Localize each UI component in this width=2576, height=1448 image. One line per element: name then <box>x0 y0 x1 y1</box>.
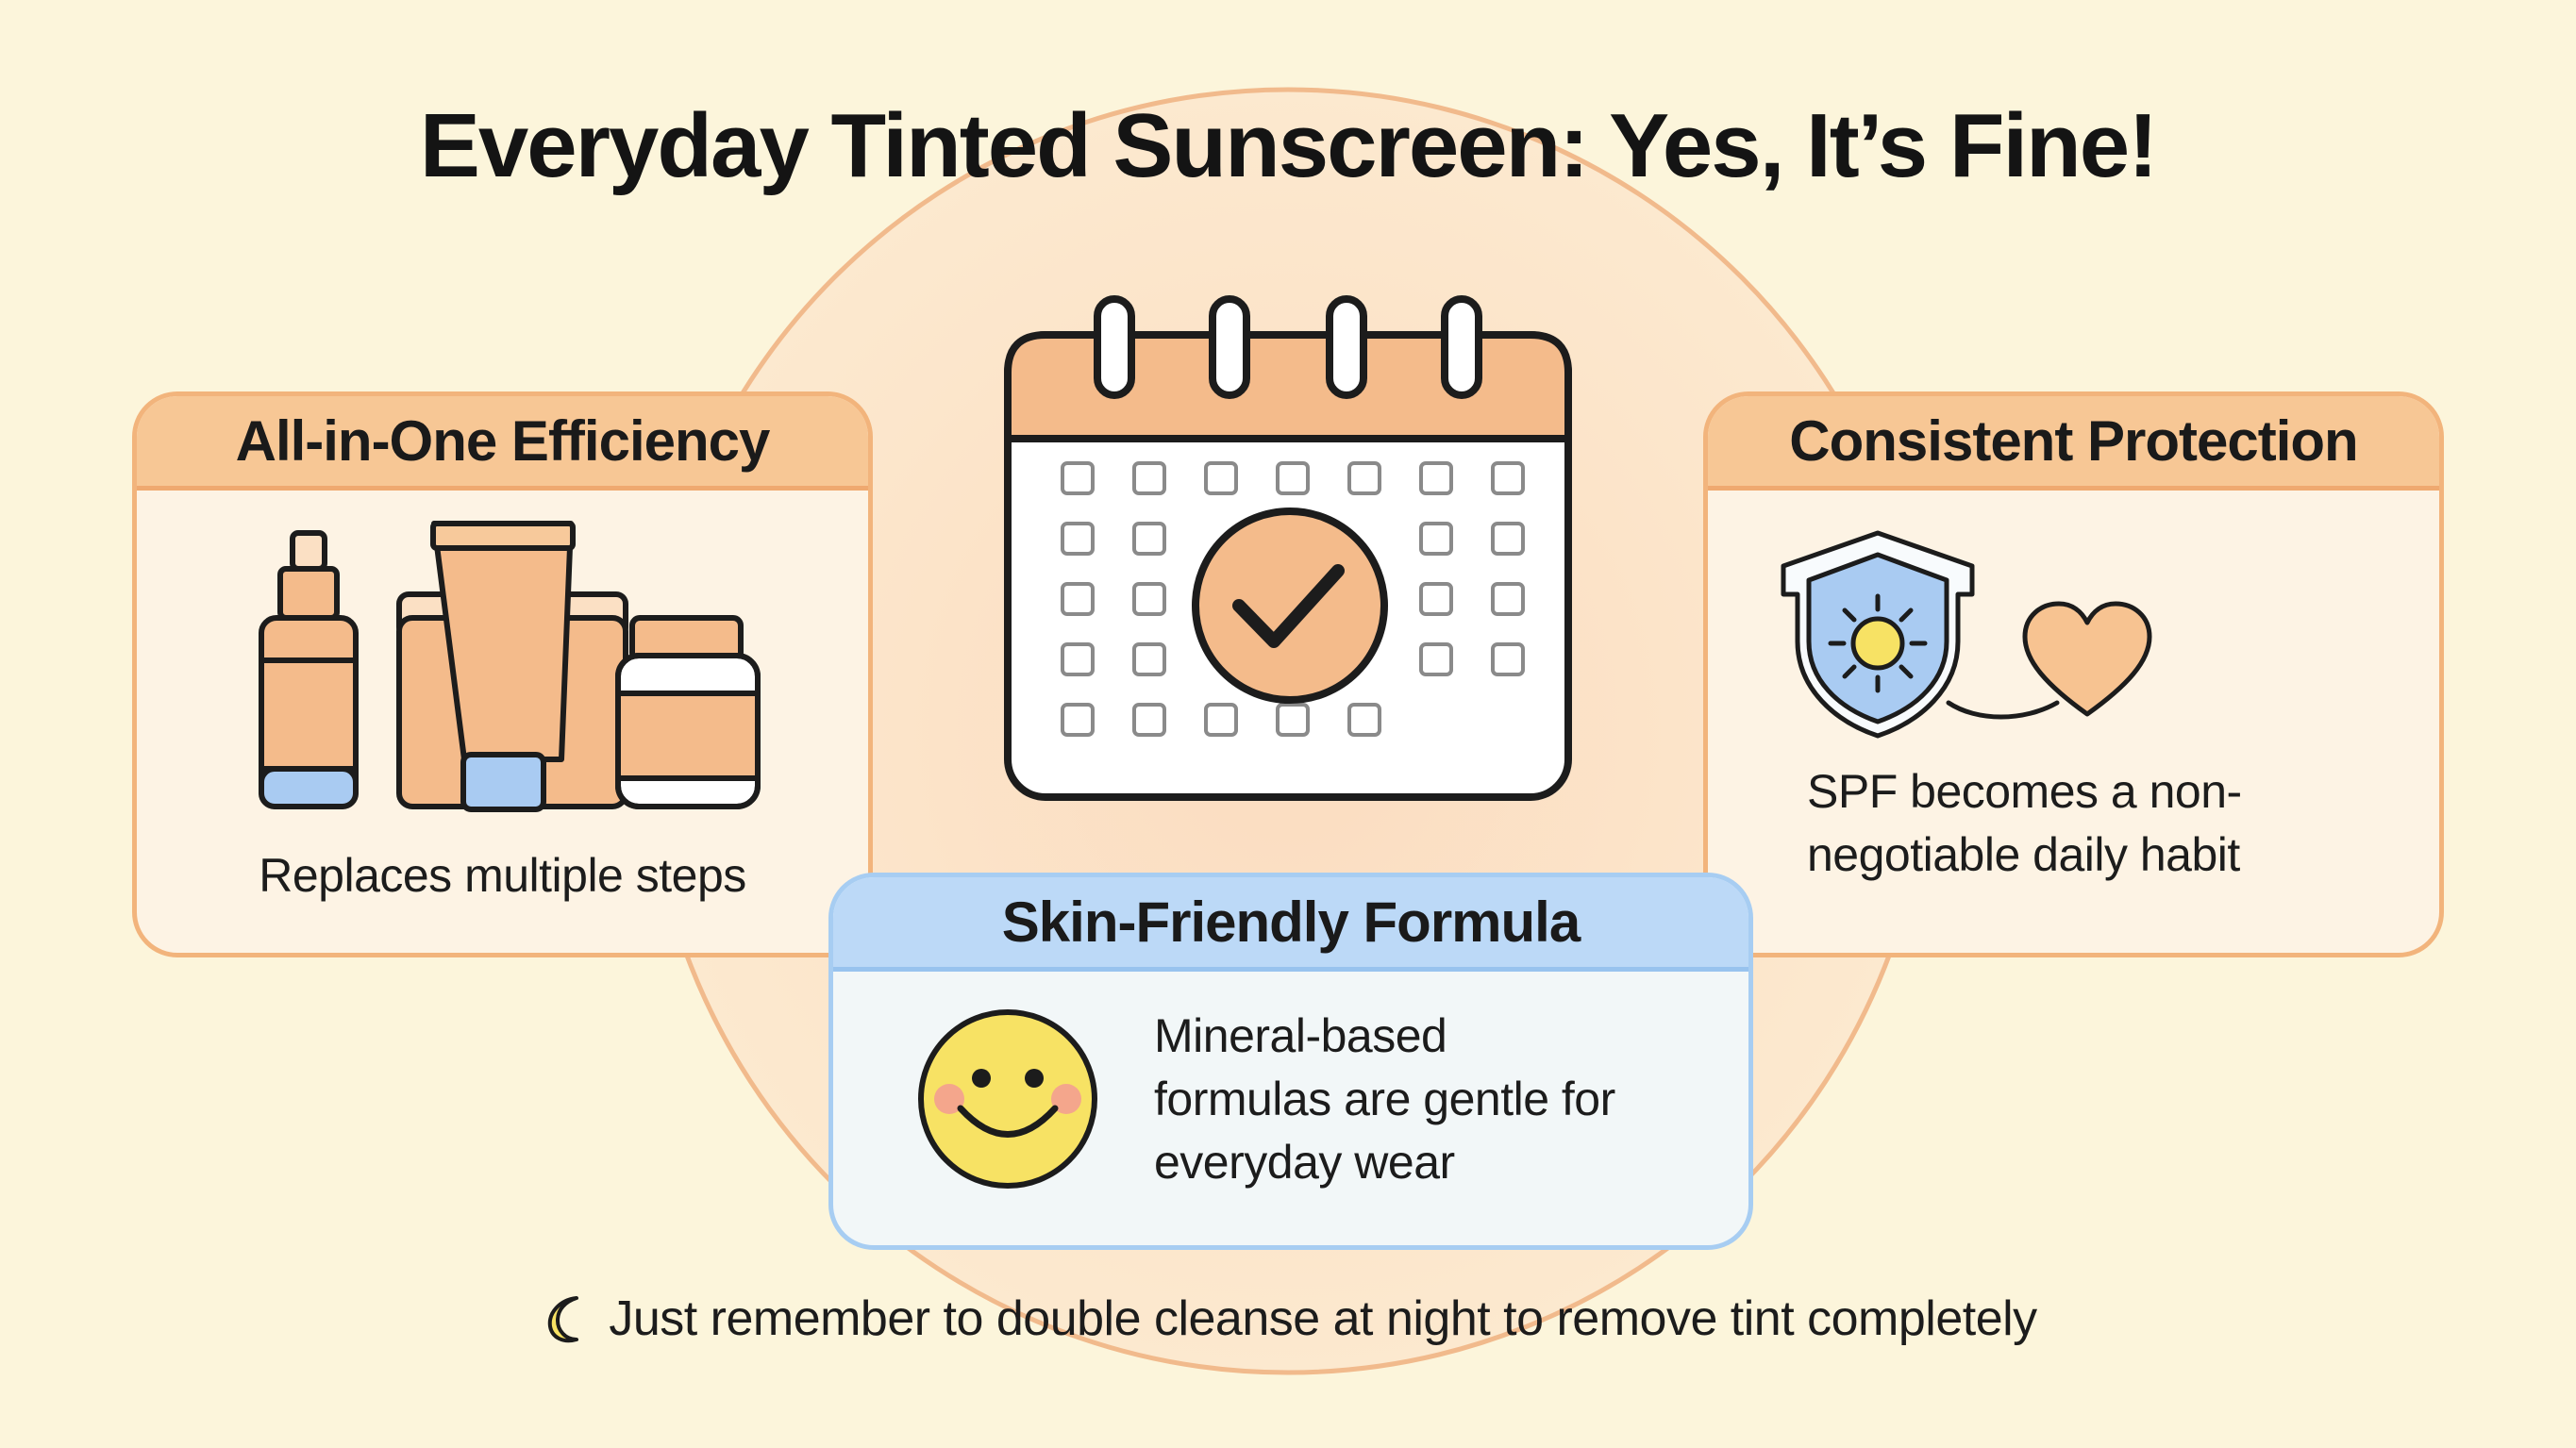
calendar-day-square <box>1061 703 1095 737</box>
calendar-day-square <box>1204 703 1238 737</box>
calendar-day-square <box>1061 642 1095 676</box>
calendar-day-square <box>1061 461 1095 495</box>
calendar-day-square <box>1061 522 1095 556</box>
calendar-day-square <box>1204 461 1238 495</box>
card-title: Skin-Friendly Formula <box>833 877 1748 972</box>
calendar-day-square <box>1132 522 1166 556</box>
card-title: All-in-One Efficiency <box>137 396 868 491</box>
page-title: Everyday Tinted Sunscreen: Yes, It’s Fin… <box>419 95 2158 196</box>
card-description-line: SPF becomes a non- <box>1807 765 2242 818</box>
calendar-day-square <box>1132 461 1166 495</box>
card-description-line: everyday wear <box>1154 1136 1455 1189</box>
calendar-day-square <box>1132 703 1166 737</box>
card-description-line: formulas are gentle for <box>1154 1073 1615 1125</box>
calendar-check-icon <box>1004 295 1572 801</box>
card-description: Mineral-based formulas are gentle for ev… <box>1154 1005 1720 1194</box>
footer-text: Just remember to double cleanse at night… <box>609 1291 2037 1346</box>
calendar-day-square <box>1491 642 1525 676</box>
card-skin-friendly-formula: Skin-Friendly Formula <box>828 873 1753 1250</box>
calendar-day-square <box>1419 642 1453 676</box>
calendar-day-square <box>1419 582 1453 616</box>
moon-icon <box>548 1296 579 1343</box>
calendar-day-square <box>1491 461 1525 495</box>
calendar-day-square <box>1132 582 1166 616</box>
calendar-day-square <box>1347 461 1381 495</box>
smiley-face-icon <box>918 1009 1097 1189</box>
link-line <box>1946 700 2060 720</box>
card-title: Consistent Protection <box>1708 396 2439 491</box>
skincare-products-icon <box>259 521 761 812</box>
card-description-line: negotiable daily habit <box>1807 828 2240 881</box>
calendar-day-square <box>1491 582 1525 616</box>
sun-shield-icon <box>1781 530 1975 739</box>
calendar-day-square <box>1132 642 1166 676</box>
calendar-day-square <box>1276 461 1310 495</box>
calendar-day-square <box>1419 461 1453 495</box>
footer-note: Just remember to double cleanse at night… <box>0 1290 2576 1347</box>
calendar-day-square <box>1276 703 1310 737</box>
calendar-day-square <box>1419 522 1453 556</box>
card-description: Replaces multiple steps <box>259 849 746 902</box>
heart-icon <box>2022 601 2152 717</box>
card-description: SPF becomes a non- negotiable daily habi… <box>1807 760 2392 887</box>
calendar-day-square <box>1347 703 1381 737</box>
calendar-day-square <box>1491 522 1525 556</box>
calendar-day-square <box>1061 582 1095 616</box>
card-description-line: Mineral-based <box>1154 1009 1447 1062</box>
